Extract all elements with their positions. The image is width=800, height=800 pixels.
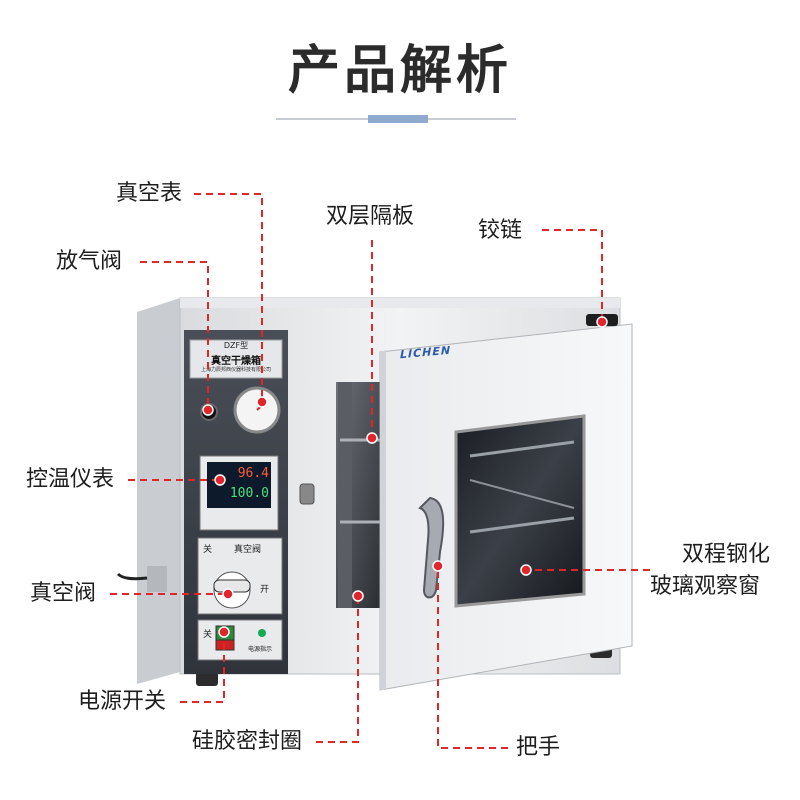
- callout-glass-window-line2: 玻璃观察窗: [650, 574, 761, 599]
- leader-power-switch: [180, 632, 225, 703]
- callout-temp-controller: 控温仪表: [26, 467, 115, 492]
- model-label: DZF型: [223, 341, 249, 350]
- leader-vacuum-gauge: [194, 193, 263, 402]
- callout-vacuum-gauge: 真空表: [116, 181, 183, 206]
- valve-open-label: 开: [260, 585, 270, 595]
- foot-left: [196, 672, 218, 686]
- title-divider-accent: [368, 115, 428, 123]
- page-title: 产品解析: [287, 41, 512, 101]
- valve-panel-label: 真空阀: [234, 545, 262, 555]
- callout-hinge: 铰链: [478, 218, 523, 243]
- power-off-label: 关: [203, 630, 213, 640]
- leader-silicone-seal: [316, 596, 359, 743]
- leader-vent-valve: [140, 261, 209, 410]
- callout-double-shelf: 双层隔板: [326, 204, 415, 229]
- display-pv: 96.4: [237, 466, 269, 481]
- maker-name: 上海力辰邦西仪器科技有限公司: [200, 367, 271, 373]
- callout-vacuum-valve: 真空阀: [30, 581, 97, 606]
- display-sv: 100.0: [229, 486, 269, 501]
- callout-glass-window-line1: 双程钢化: [682, 542, 771, 567]
- leader-hinge: [542, 229, 603, 322]
- device-name: 真空干燥箱: [211, 356, 261, 367]
- power-indicator-label: 电源指示: [248, 646, 273, 653]
- callout-silicone-seal: 硅胶密封圈: [192, 729, 303, 754]
- valve-close-label: 关: [203, 545, 213, 555]
- callout-vent-valve: 放气阀: [56, 249, 123, 274]
- callout-handle: 把手: [516, 735, 561, 760]
- leader-handle: [437, 566, 508, 749]
- callout-power-switch: 电源开关: [78, 689, 167, 714]
- glass-window: [454, 414, 586, 608]
